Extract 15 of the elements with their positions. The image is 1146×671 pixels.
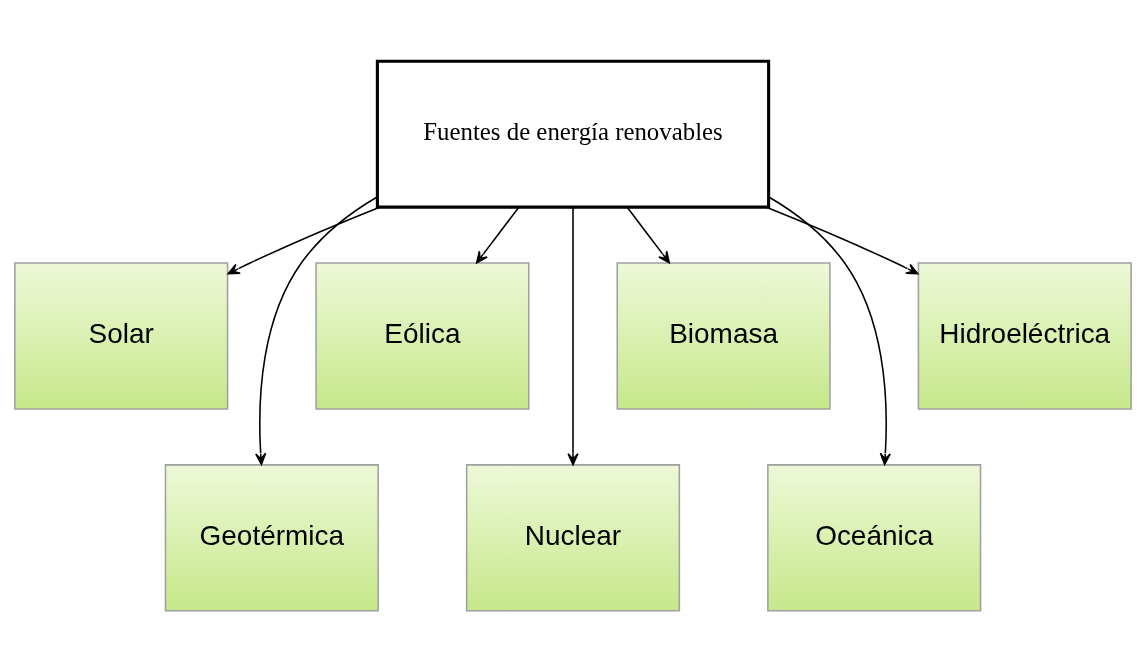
arrow bbox=[227, 205, 381, 275]
node-box: Geotérmica bbox=[164, 463, 379, 612]
node-box: Oceánica bbox=[767, 463, 982, 612]
arrow bbox=[626, 206, 671, 264]
arrow bbox=[567, 206, 579, 465]
node-box: Solar bbox=[14, 261, 229, 410]
arrow bbox=[765, 205, 919, 275]
node-box: Nuclear bbox=[465, 463, 681, 612]
arrow bbox=[475, 206, 520, 264]
arrow bbox=[768, 195, 891, 465]
node-box: Fuentes de energía renovables bbox=[375, 59, 771, 209]
node-box: Eólica bbox=[315, 261, 530, 410]
node-box: Biomasa bbox=[616, 261, 831, 410]
node-box: Hidroeléctrica bbox=[917, 261, 1132, 410]
arrow bbox=[255, 195, 378, 465]
